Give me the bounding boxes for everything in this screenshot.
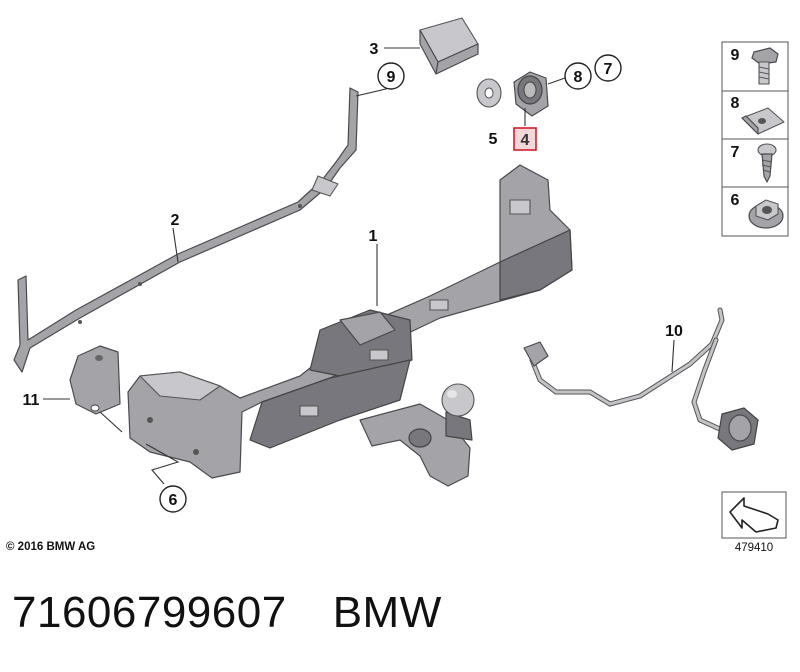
- clip-nut-icon: [741, 107, 785, 135]
- part-number: 71606799607: [12, 588, 287, 637]
- callout-10: 10: [665, 323, 683, 340]
- screw-icon: [757, 143, 777, 183]
- callout-8: 8: [574, 69, 583, 86]
- socket-part-4: [513, 71, 549, 117]
- callout-11: 11: [23, 392, 40, 409]
- part-caption: 71606799607 BMW: [12, 588, 442, 638]
- drawing-number: 479410: [734, 542, 774, 554]
- wiring-harness-part-10: [523, 307, 759, 451]
- towbar-frame-part-1: [127, 164, 573, 479]
- bolt-icon: [751, 47, 779, 85]
- leader-lines: [43, 47, 675, 485]
- callout-4: 4: [521, 132, 530, 149]
- callout-3: 3: [370, 41, 379, 58]
- callout-labels: 1 2 3 4 5 6 7 8 9 10 11: [23, 41, 683, 513]
- legend-number-8: 8: [731, 95, 740, 112]
- exploded-parts-diagram: 1 2 3 4 5 6 7 8 9 10 11 9 8: [13, 17, 789, 539]
- washer-part-5: [476, 78, 502, 108]
- control-module-part-3: [419, 17, 479, 75]
- callout-5: 5: [489, 131, 498, 148]
- cover-plate-part-11: [69, 345, 121, 415]
- legend-number-6: 6: [731, 192, 740, 209]
- brand-name: BMW: [332, 588, 442, 637]
- callout-9: 9: [387, 69, 396, 86]
- callout-2: 2: [171, 212, 180, 229]
- copyright-notice: © 2016 BMW AG: [6, 541, 96, 553]
- flange-nut-icon: [748, 199, 784, 229]
- callout-1: 1: [369, 228, 378, 245]
- drawing-reference-box: [721, 491, 787, 539]
- callout-6: 6: [169, 492, 178, 509]
- callout-7: 7: [604, 61, 613, 78]
- fastener-legend: 9 8 7 6: [721, 41, 789, 237]
- callout-4-highlight: [513, 127, 537, 151]
- view-direction-icon: [729, 497, 779, 533]
- bracket-strip-part-2: [13, 87, 359, 373]
- tow-ball-assembly: [359, 383, 475, 487]
- legend-number-7: 7: [731, 144, 740, 161]
- legend-number-9: 9: [731, 47, 740, 64]
